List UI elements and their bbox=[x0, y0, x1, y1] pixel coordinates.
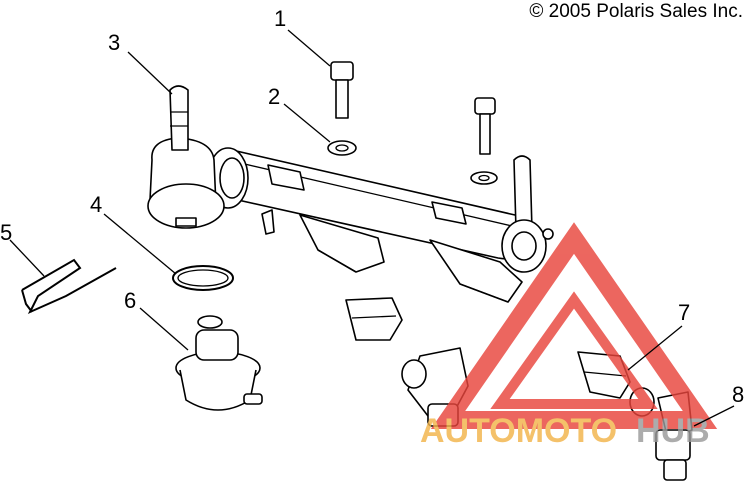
callout-4: 4 bbox=[90, 192, 102, 217]
callout-6: 6 bbox=[124, 288, 136, 313]
watermark-text-part2: HUB bbox=[636, 412, 710, 450]
leader-lines bbox=[9, 29, 735, 427]
callout-5: 5 bbox=[0, 220, 12, 245]
watermark-logo: AUTOMOTO HUB bbox=[420, 222, 718, 450]
callout-1: 1 bbox=[274, 6, 286, 31]
callout-8: 8 bbox=[732, 382, 744, 407]
callout-7: 7 bbox=[678, 300, 690, 325]
copyright-notice: © 2005 Polaris Sales Inc. bbox=[529, 1, 743, 22]
fuel-rail bbox=[147, 85, 554, 303]
bolt-part-1 bbox=[330, 61, 496, 155]
wire-clip-part-5 bbox=[21, 258, 117, 315]
callout-labels: 1 2 3 4 5 6 7 8 bbox=[0, 6, 744, 407]
callout-2: 2 bbox=[268, 84, 280, 109]
o-ring-part-4 bbox=[172, 265, 234, 291]
callout-3: 3 bbox=[108, 30, 120, 55]
washer-part-2 bbox=[327, 140, 498, 185]
watermark-text-part1: AUTOMOTO bbox=[420, 412, 617, 450]
injector-clip-part-7 bbox=[345, 297, 631, 399]
pressure-regulator-part-6 bbox=[175, 315, 263, 411]
